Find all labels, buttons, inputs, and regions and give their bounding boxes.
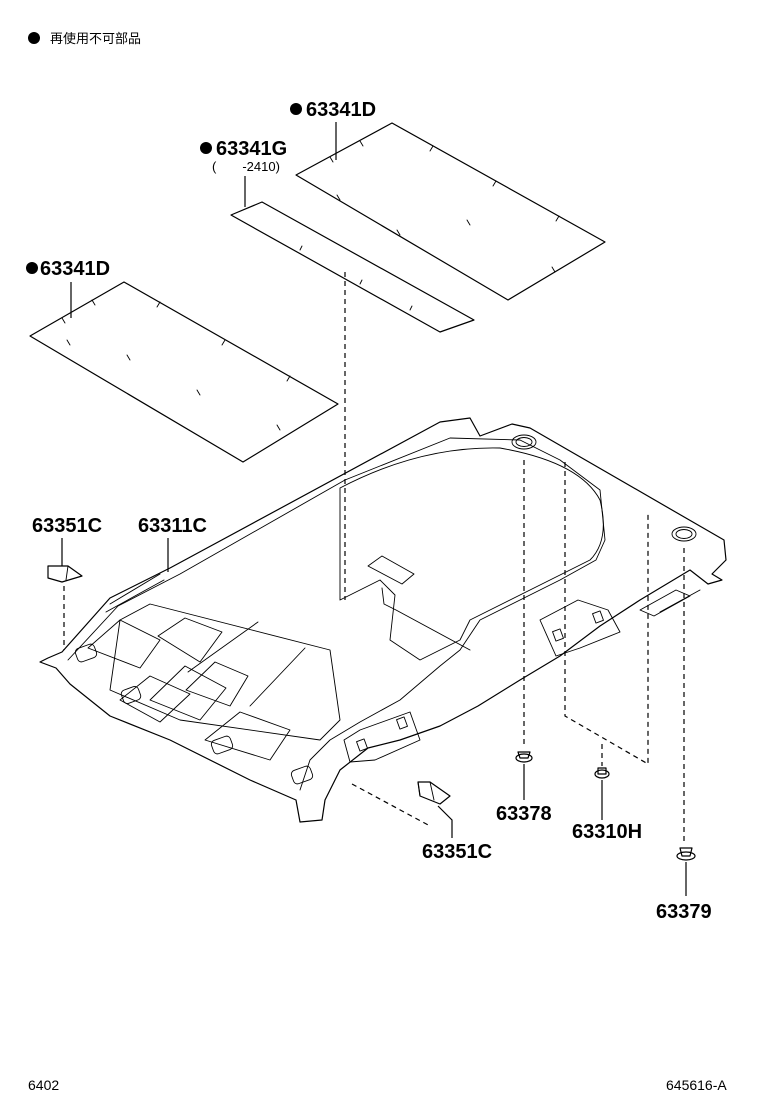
part-number-63351c-bottom: 63351C <box>422 841 492 863</box>
non-reusable-part-bullet-icon <box>28 32 40 44</box>
pad-63341d-left[interactable] <box>29 281 339 463</box>
part-number-63351c-left: 63351C <box>32 515 102 537</box>
pad-63341d-top[interactable] <box>295 122 606 301</box>
part-number-63341d-left: 63341D <box>40 258 110 280</box>
part-number-63378: 63378 <box>496 803 552 825</box>
callout-63341d-top: 63341D <box>290 99 376 160</box>
fastener-63378[interactable]: 63378 <box>496 460 552 825</box>
callout-63351c-bottom: 63351C <box>351 783 492 863</box>
part-applicability-note: ( -2410) <box>212 159 280 174</box>
part-number-63341g: 63341G <box>216 138 287 160</box>
clip-63351c-bottom[interactable] <box>417 781 451 805</box>
non-reusable-bullet-icon <box>26 262 38 274</box>
legend-text: 再使用不可部品 <box>50 31 141 47</box>
fastener-63379[interactable]: 63379 <box>656 548 712 923</box>
part-number-63379: 63379 <box>656 901 712 923</box>
non-reusable-bullet-icon <box>200 142 212 154</box>
non-reusable-bullet-icon <box>290 103 302 115</box>
part-number-63341d-top: 63341D <box>306 99 376 121</box>
headliner-63311c[interactable] <box>39 417 727 823</box>
strip-63341g[interactable] <box>230 201 475 333</box>
legend: 再使用不可部品 <box>28 31 141 47</box>
clip-63351c-left[interactable] <box>47 565 83 583</box>
footer-left-code: 6402 <box>28 1077 59 1093</box>
callout-63341d-left: 63341D <box>26 258 110 318</box>
callout-63351c-left: 63351C <box>32 515 102 650</box>
footer-right-code: 645616-A <box>666 1077 727 1093</box>
fastener-63310h[interactable]: 63310H <box>564 462 649 843</box>
callout-63341g: 63341G ( -2410) <box>200 138 287 207</box>
callout-63311c: 63311C <box>138 515 207 572</box>
part-number-63310h: 63310H <box>572 821 642 843</box>
part-number-63311c: 63311C <box>138 515 207 537</box>
